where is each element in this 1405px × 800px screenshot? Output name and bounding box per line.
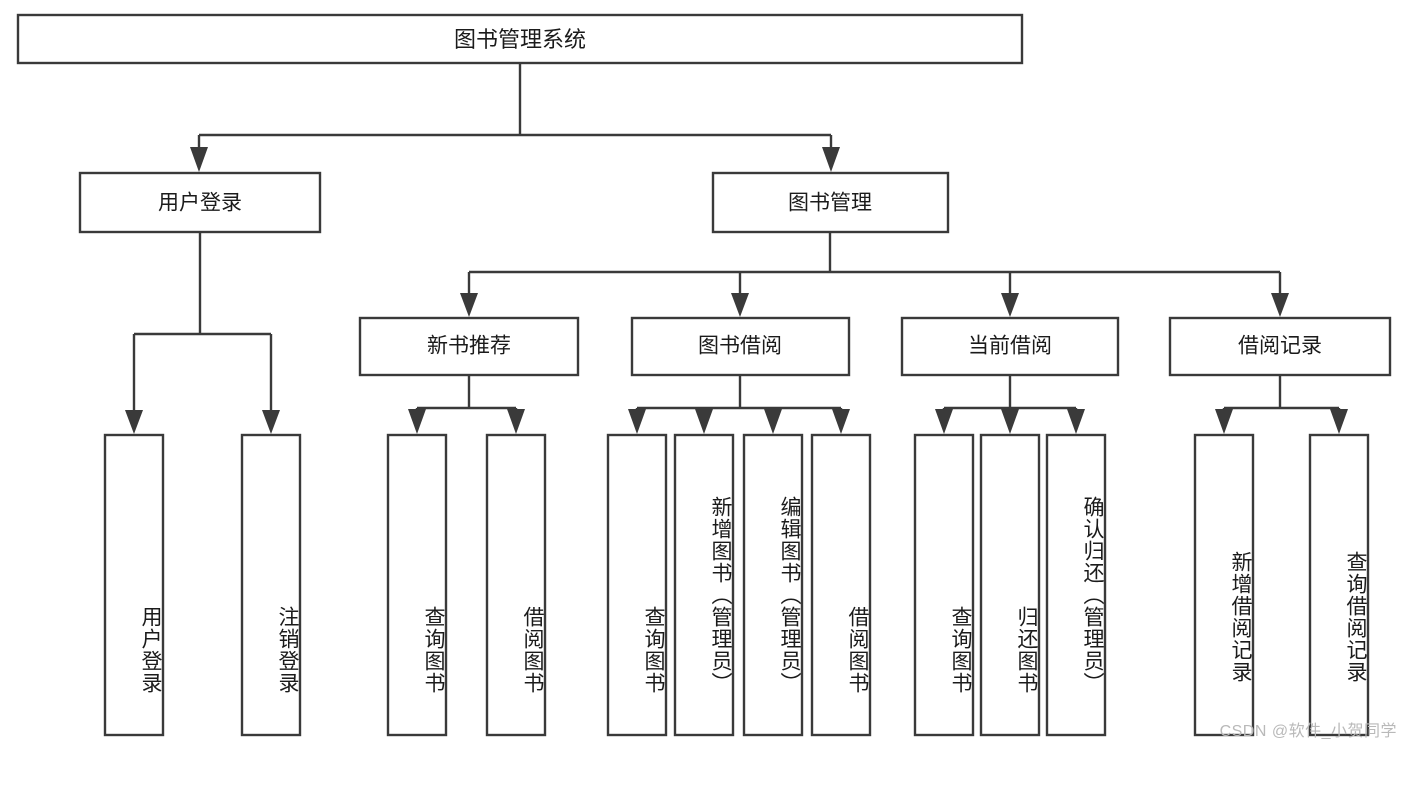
connector-borrow-record-children (1215, 375, 1348, 434)
leaf-box-book-borrow-1[interactable] (673, 433, 735, 737)
csdn-watermark: CSDN @软件_小贺同学 (1219, 723, 1397, 740)
leaf-box-book-borrow-3[interactable] (810, 433, 872, 737)
leaf-box-borrow-record-0[interactable] (1193, 433, 1255, 737)
node-book-borrow[interactable]: 图书借阅 (630, 316, 851, 377)
leaf-box-new-book-0[interactable] (386, 433, 448, 737)
connector-user-login-children (125, 232, 280, 434)
leaf-box-book-borrow-0[interactable] (606, 433, 668, 737)
leaf-box-user-login-1[interactable] (240, 433, 302, 737)
node-root-label: 图书管理系统 (454, 27, 586, 52)
node-book-management[interactable]: 图书管理 (711, 171, 950, 234)
leaf-box-current-borrow-1[interactable] (979, 433, 1041, 737)
leaf-box-user-login-0[interactable] (103, 433, 165, 737)
node-user-login[interactable]: 用户登录 (78, 171, 322, 234)
node-current-borrow-label: 当前借阅 (968, 335, 1052, 358)
node-user-login-label: 用户登录 (158, 192, 242, 215)
node-book-borrow-label: 图书借阅 (698, 335, 782, 358)
leaf-box-book-borrow-2[interactable] (742, 433, 804, 737)
connector-new-book-recommend-children (408, 375, 525, 434)
node-borrow-record[interactable]: 借阅记录 (1168, 316, 1392, 377)
node-current-borrow[interactable]: 当前借阅 (900, 316, 1120, 377)
node-root[interactable]: 图书管理系统 (16, 13, 1024, 65)
node-new-book-recommend-label: 新书推荐 (427, 335, 511, 358)
connector-book-borrow-children (628, 375, 850, 434)
node-book-management-label: 图书管理 (788, 192, 872, 215)
leaf-box-new-book-1[interactable] (485, 433, 547, 737)
flowchart-diagram: 图书管理系统 用户登录 图书管理 (16, 13, 1397, 740)
leaf-box-current-borrow-0[interactable] (913, 433, 975, 737)
leaf-box-borrow-record-1[interactable] (1308, 433, 1370, 737)
node-borrow-record-label: 借阅记录 (1238, 335, 1322, 358)
leaf-box-current-borrow-2[interactable] (1045, 433, 1107, 737)
connector-root-split (190, 63, 840, 172)
node-new-book-recommend[interactable]: 新书推荐 (358, 316, 580, 377)
connector-book-management-children (460, 232, 1289, 317)
flowchart-canvas: 图书管理系统 用户登录 图书管理 (16, 13, 1392, 737)
connector-current-borrow-children (935, 375, 1085, 434)
